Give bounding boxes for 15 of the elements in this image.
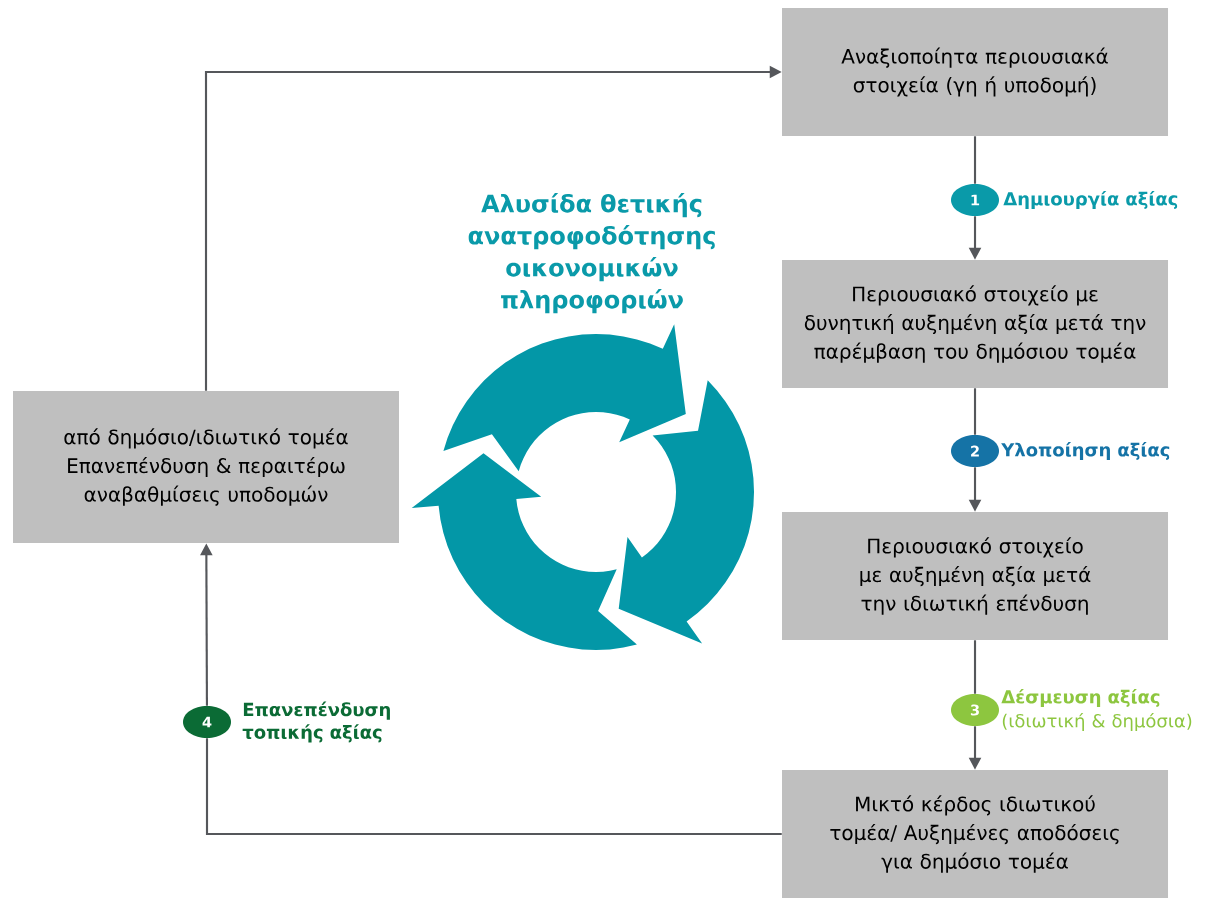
step-label: Δέσμευση αξίας (1001, 688, 1160, 708)
step-label: Επανεπένδυση τοπικής αξίας (242, 701, 390, 743)
title: Αλυσίδα θετικής ανατροφοδότησης οικονομικών πληροφοριών (468, 193, 715, 314)
step-badge: 3 (951, 694, 999, 726)
step-label: Δημιουργία αξίας (1003, 190, 1178, 210)
step-badge: 1 (951, 184, 999, 216)
process-box: Περιουσιακό στοιχείο με αυξημένη αξία μετά την ιδιωτική επένδυση (782, 512, 1168, 640)
process-box: από δημόσιο/ιδιωτικό τομέα Επανεπένδυση & περαιτέρω αναβαθμίσεις υποδομών (13, 391, 399, 543)
step-badge: 4 (183, 706, 231, 738)
step-badge: 2 (951, 435, 999, 467)
step-label: (ιδιωτική & δημόσια) (1002, 712, 1192, 732)
process-box: Μικτό κέρδος ιδιωτικού τομέα/ Αυξημένες αποδόσεις για δημόσιο τομέα (782, 770, 1168, 898)
process-box: Περιουσιακό στοιχείο με δυνητική αυξημένη αξία μετά την παρέμβαση του δημόσιου τομέα (782, 260, 1168, 388)
step-label: Υλοποίηση αξίας (1001, 441, 1170, 461)
process-box: Αναξιοποίητα περιουσιακά στοιχεία (γη ή υποδομή) (782, 8, 1168, 136)
